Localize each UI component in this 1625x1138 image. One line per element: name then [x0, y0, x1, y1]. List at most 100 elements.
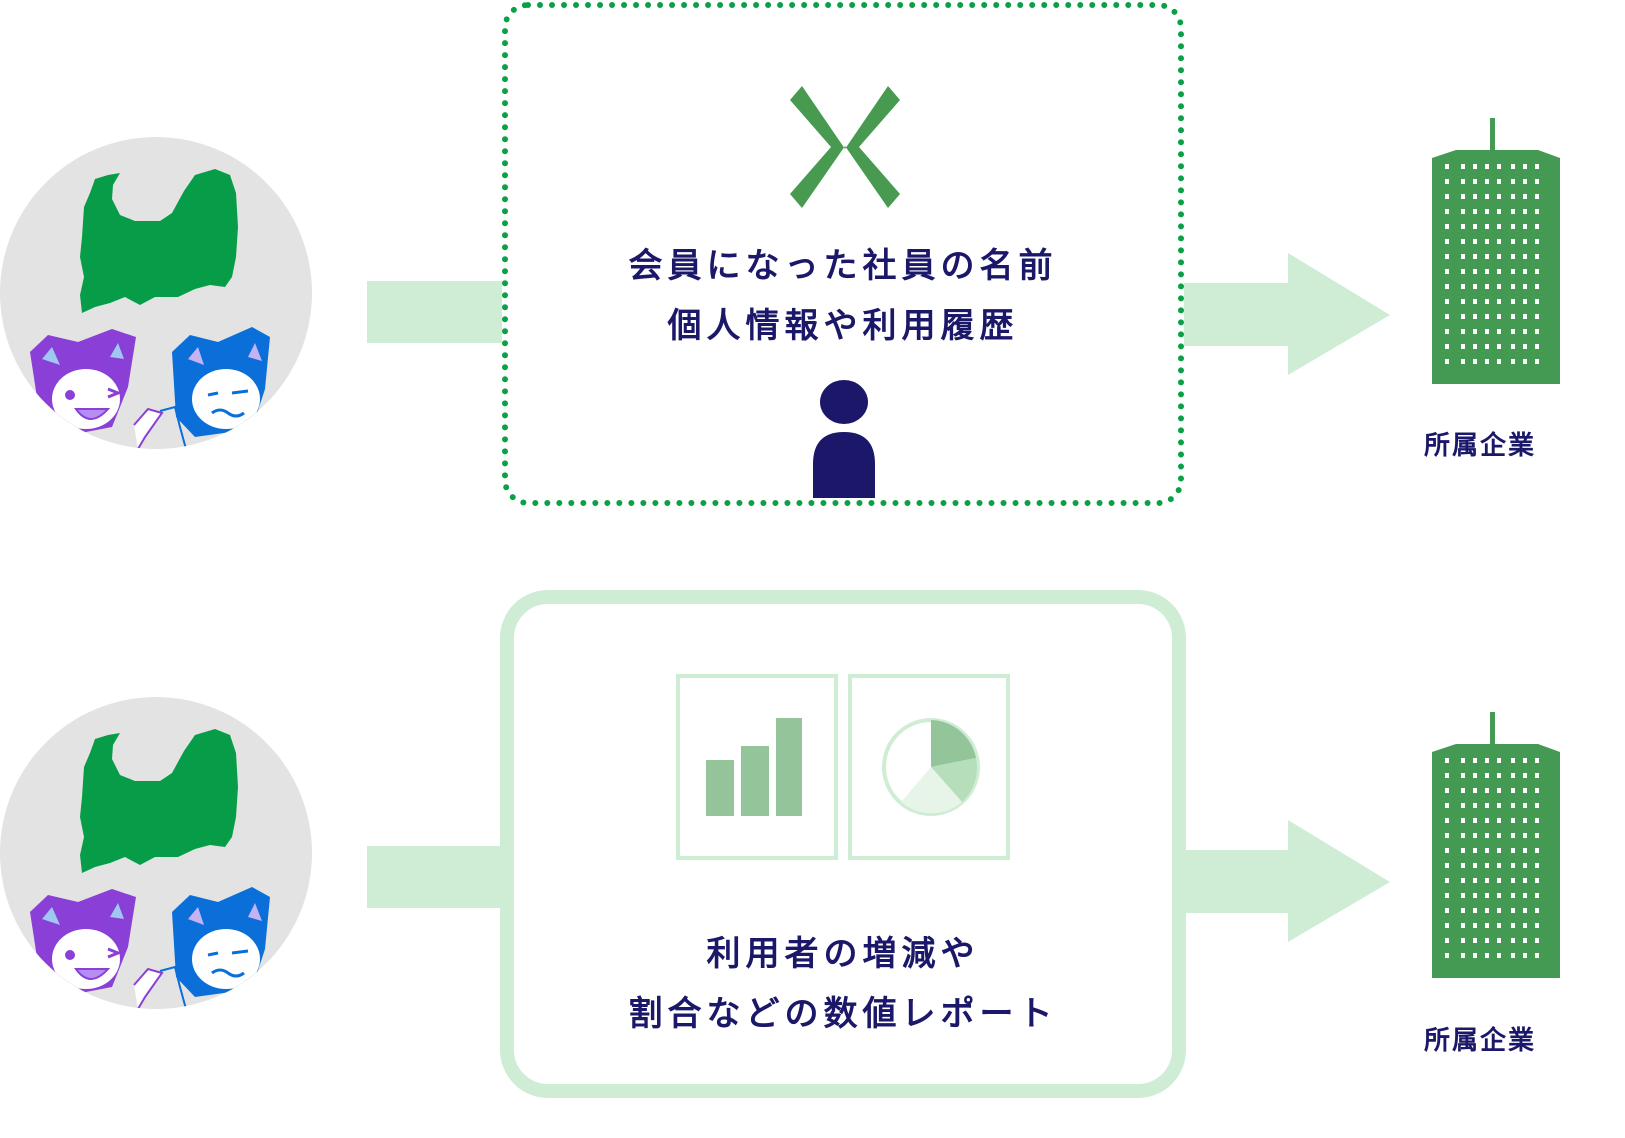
building-window	[1445, 344, 1449, 349]
building-window	[1485, 908, 1489, 913]
building-window	[1511, 848, 1515, 853]
building-window	[1485, 788, 1489, 793]
building-window	[1511, 344, 1515, 349]
building-window	[1511, 194, 1515, 199]
building-window	[1497, 254, 1501, 259]
building-window	[1511, 803, 1515, 808]
message-line: 会員になった社員の名前	[628, 246, 1058, 286]
building-window	[1485, 758, 1489, 763]
building-window	[1497, 299, 1501, 304]
building-window	[1511, 254, 1515, 259]
building-window	[1497, 953, 1501, 958]
building-window	[1497, 269, 1501, 274]
building-window	[1485, 923, 1489, 928]
building-window	[1445, 818, 1449, 823]
building-window	[1511, 878, 1515, 883]
building-window	[1523, 239, 1527, 244]
building-window	[1445, 209, 1449, 214]
building-window	[1511, 923, 1515, 928]
building-window	[1523, 314, 1527, 319]
building-window	[1461, 209, 1465, 214]
building-window	[1445, 224, 1449, 229]
building-window	[1485, 848, 1489, 853]
arrow-right-icon	[1184, 253, 1390, 375]
private-data-message: 会員になった社員の名前 個人情報や利用履歴	[508, 236, 1178, 356]
toyama-mascots-icon	[30, 169, 270, 449]
building-window	[1473, 923, 1477, 928]
building-window	[1535, 164, 1539, 169]
building-window	[1485, 314, 1489, 319]
building-window	[1461, 269, 1465, 274]
building-window	[1485, 164, 1489, 169]
building-window	[1461, 803, 1465, 808]
building-window	[1473, 788, 1477, 793]
building-window	[1485, 893, 1489, 898]
building-window	[1535, 179, 1539, 184]
building-window	[1497, 239, 1501, 244]
building-window	[1497, 179, 1501, 184]
building-window	[1511, 818, 1515, 823]
building-window	[1511, 938, 1515, 943]
building-window	[1535, 863, 1539, 868]
building-window	[1535, 923, 1539, 928]
building-window	[1497, 788, 1501, 793]
building-window	[1473, 284, 1477, 289]
building-window	[1473, 833, 1477, 838]
building-window	[1511, 299, 1515, 304]
building-window	[1497, 314, 1501, 319]
building-window	[1511, 269, 1515, 274]
building-window	[1461, 938, 1465, 943]
building-window	[1535, 773, 1539, 778]
building-window	[1535, 878, 1539, 883]
toyama-mascots-icon	[30, 729, 270, 1009]
report-box: 利用者の増減や 割合などの数値レポート	[500, 590, 1186, 1098]
building-window	[1523, 269, 1527, 274]
building-window	[1497, 164, 1501, 169]
building-window	[1485, 833, 1489, 838]
building-window	[1497, 908, 1501, 913]
building-window	[1445, 878, 1449, 883]
building-window	[1485, 194, 1489, 199]
building-window	[1523, 209, 1527, 214]
building-window	[1461, 833, 1465, 838]
building-window	[1523, 863, 1527, 868]
building-window	[1497, 284, 1501, 289]
building-window	[1473, 953, 1477, 958]
building-window	[1511, 908, 1515, 913]
building-window	[1473, 299, 1477, 304]
building-window	[1461, 953, 1465, 958]
building-window	[1461, 923, 1465, 928]
building-window	[1523, 773, 1527, 778]
building-window	[1523, 938, 1527, 943]
building-window	[1473, 269, 1477, 274]
building-window	[1445, 194, 1449, 199]
building-window	[1535, 908, 1539, 913]
building-window	[1473, 863, 1477, 868]
building-window	[1461, 329, 1465, 334]
building-window	[1497, 329, 1501, 334]
building-window	[1497, 923, 1501, 928]
report-message: 利用者の増減や 割合などの数値レポート	[514, 924, 1172, 1044]
building-window	[1535, 848, 1539, 853]
building-window	[1511, 788, 1515, 793]
building-window	[1461, 773, 1465, 778]
building-window	[1445, 284, 1449, 289]
building-window	[1473, 329, 1477, 334]
pie-chart-panel	[848, 674, 1010, 860]
building-window	[1445, 773, 1449, 778]
building-window	[1473, 773, 1477, 778]
building-window	[1485, 953, 1489, 958]
building-window	[1485, 254, 1489, 259]
building-window	[1445, 893, 1449, 898]
arrow-shaft-left	[367, 846, 507, 908]
building-window	[1473, 758, 1477, 763]
building-window	[1485, 878, 1489, 883]
building-window	[1535, 269, 1539, 274]
building-window	[1445, 269, 1449, 274]
building-window	[1473, 818, 1477, 823]
building-window	[1445, 848, 1449, 853]
building-window	[1461, 359, 1465, 364]
building-window	[1535, 239, 1539, 244]
building-window	[1535, 893, 1539, 898]
building-window	[1535, 299, 1539, 304]
